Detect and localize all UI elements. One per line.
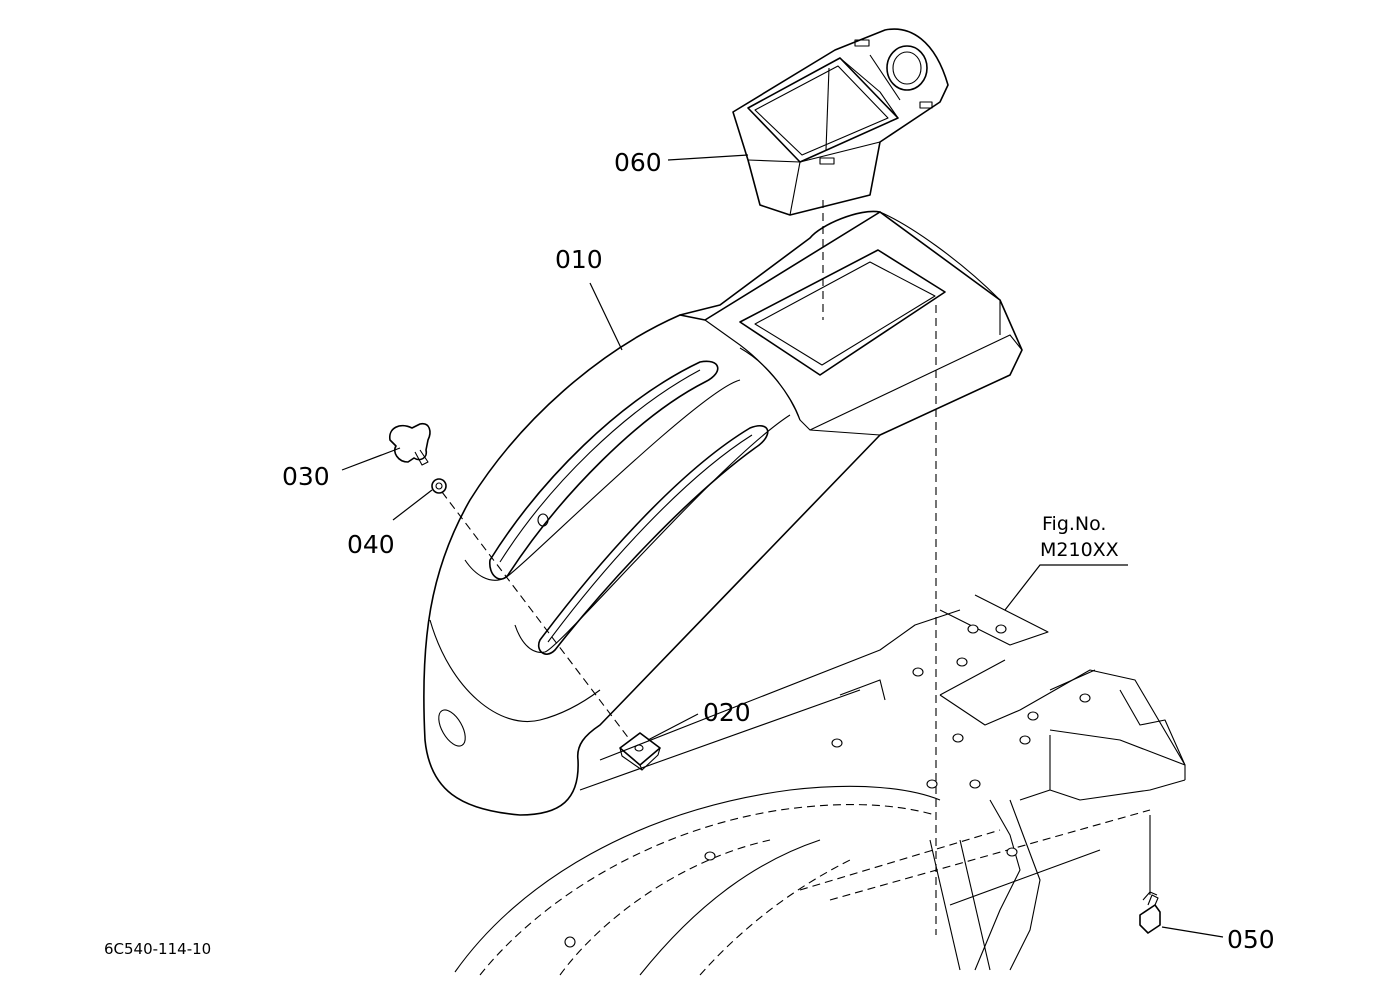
callout-030: 030 (282, 462, 330, 491)
frame-reference-assembly (454, 594, 1186, 976)
storage-tray-060 (732, 28, 949, 216)
assembly-lines (441, 200, 1151, 935)
figure-ref-line2: M210XX (1040, 539, 1119, 561)
knob-030 (389, 422, 431, 466)
callout-020: 020 (703, 698, 751, 727)
bolt-050 (1139, 891, 1161, 934)
callout-010: 010 (555, 245, 603, 274)
callout-050: 050 (1227, 925, 1275, 954)
callout-040: 040 (347, 530, 395, 559)
callout-060: 060 (614, 148, 662, 177)
drawing-code: 6C540-114-10 (104, 940, 211, 958)
washer-040 (431, 478, 447, 494)
leader-lines (341, 154, 1224, 938)
clip-nut-020 (619, 732, 661, 771)
console-cover-010 (423, 210, 1023, 816)
figure-ref-line1: Fig.No. (1042, 513, 1106, 535)
